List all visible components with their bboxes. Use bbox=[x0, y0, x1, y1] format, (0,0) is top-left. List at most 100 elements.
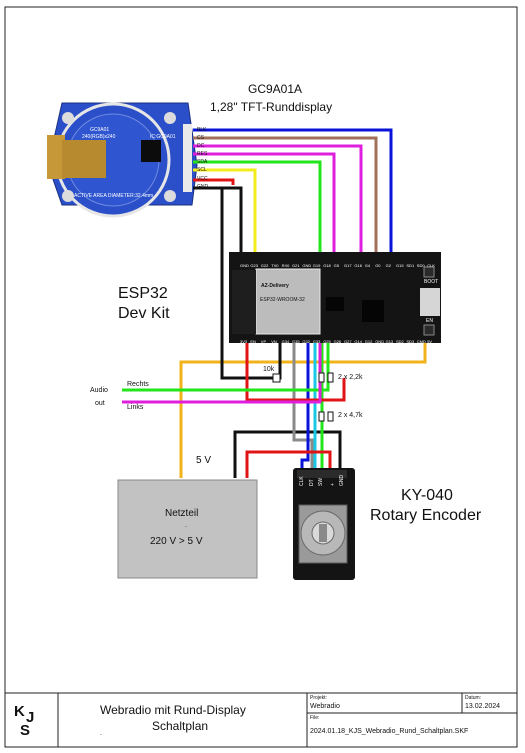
esp32-bottom-pin-5: G35 bbox=[292, 339, 300, 344]
display-description-label: 1,28" TFT-Runddisplay bbox=[210, 100, 333, 114]
wire-red-3v3 bbox=[245, 450, 332, 478]
title-line1: Webradio mit Rund-Display bbox=[100, 703, 246, 717]
esp32-title-line2: Dev Kit bbox=[118, 305, 170, 322]
wire-res bbox=[193, 152, 336, 262]
esp32-top-pin-0: GND bbox=[240, 263, 249, 268]
esp32-bottom-pin-17: CMD bbox=[416, 339, 426, 344]
esp32-boot-button bbox=[423, 266, 435, 278]
display-pin-gnd: GND bbox=[197, 184, 209, 190]
logo-j: J bbox=[26, 709, 35, 726]
wire-5v-orange bbox=[179, 343, 427, 478]
wire-dc bbox=[193, 144, 363, 262]
esp32-chip-1 bbox=[326, 297, 344, 311]
project-value: Webradio bbox=[310, 703, 340, 710]
esp32-top-pin-6: GND bbox=[302, 263, 312, 268]
encoder-pin-4: GND bbox=[339, 474, 345, 486]
esp32-bottom-pin-11: G14 bbox=[354, 339, 362, 344]
display-board-text-3: ACTIVE AREA DIAMETER:32.4mm bbox=[74, 193, 154, 199]
display-module bbox=[47, 102, 198, 218]
display-board-text-1: GC9A01 bbox=[90, 127, 110, 133]
wire-audio-left bbox=[122, 343, 322, 404]
display-board-text-4: IC:GC9A01 bbox=[150, 134, 176, 140]
wire-gnd-display bbox=[193, 186, 243, 262]
esp32-top-pin-8: G18 bbox=[323, 263, 331, 268]
esp32-en-button bbox=[423, 324, 435, 336]
esp32-top-pin-3: TX0 bbox=[271, 263, 279, 268]
esp32-bottom-pin-8: G25 bbox=[323, 339, 331, 344]
wire-scl bbox=[193, 168, 257, 262]
esp32-top-pin-10: G17 bbox=[344, 263, 352, 268]
esp32-top-pin-9: G5 bbox=[333, 263, 339, 268]
display-pin-header bbox=[183, 124, 192, 192]
esp32-top-pin-12: G4 bbox=[364, 263, 371, 268]
wire-sda bbox=[193, 160, 322, 262]
display-pin-scl: SCL bbox=[197, 167, 207, 173]
esp32-top-pin-1: G23 bbox=[250, 263, 258, 268]
esp32-bottom-pin-9: G26 bbox=[333, 339, 342, 344]
file-value: 2024.01.18_KJS_Webradio_Rund_Schaltplan.… bbox=[310, 728, 469, 735]
esp32-top-pin-2: G22 bbox=[260, 263, 269, 268]
display-pin-res: RES bbox=[197, 151, 208, 157]
power-supply-title: Netzteil bbox=[165, 508, 199, 519]
esp32-top-pin-4: RX0 bbox=[281, 263, 290, 268]
wire-red-pullup bbox=[245, 343, 346, 402]
esp32-chip-2 bbox=[362, 300, 384, 322]
esp32-top-pin-13: G0 bbox=[375, 263, 381, 268]
power-5v-label: 5 V bbox=[196, 455, 212, 466]
esp32-bottom-pin-13: GND bbox=[375, 339, 385, 344]
esp32-board bbox=[229, 252, 441, 343]
date-label: Datum: bbox=[465, 695, 482, 701]
display-fpc-connector bbox=[47, 135, 65, 179]
logo-s: S bbox=[20, 722, 31, 739]
resistor-pair-b-label: 2 x 4,7k bbox=[338, 412, 363, 419]
esp32-top-pin-11: G16 bbox=[354, 263, 362, 268]
display-mount-hole-4 bbox=[164, 190, 176, 202]
title-line2: Schaltplan bbox=[152, 719, 209, 733]
audio-right-label: Rechts bbox=[127, 381, 149, 388]
audio-left-label: Links bbox=[127, 404, 144, 411]
bottom-wires bbox=[122, 188, 427, 478]
esp32-title-line1: ESP32 bbox=[118, 285, 168, 302]
encoder-pin-2: SW bbox=[318, 477, 324, 486]
esp32-top-pin-18: CLK bbox=[427, 263, 435, 268]
date-value: 13.02.2024 bbox=[465, 703, 501, 710]
encoder-pin-3: + bbox=[330, 483, 336, 486]
esp32-boot-label: BOOT bbox=[424, 279, 439, 285]
esp32-top-pin-17: SD0 bbox=[416, 263, 425, 268]
esp32-bottom-pin-3: VN bbox=[271, 339, 277, 344]
logo-k: K bbox=[14, 703, 25, 720]
file-label: File: bbox=[310, 715, 320, 721]
esp32-bottom-pin-6: G32 bbox=[302, 339, 310, 344]
esp32-module-label: ESP32-WROOM-32 bbox=[260, 297, 305, 303]
resistor-47k-b bbox=[327, 411, 334, 422]
display-mount-hole-3 bbox=[62, 190, 74, 202]
encoder-pin-header bbox=[297, 470, 347, 478]
esp32-brand-label: AZ-Delivery bbox=[261, 283, 289, 289]
display-board-text-2: 240(RGB)x240 bbox=[82, 134, 116, 140]
wire-cs bbox=[193, 136, 378, 262]
power-supply-box bbox=[117, 479, 258, 579]
wire-blk bbox=[193, 128, 393, 262]
project-label: Projekt: bbox=[310, 695, 327, 701]
display-mount-hole-1 bbox=[62, 112, 74, 124]
esp32-module-shield bbox=[255, 268, 321, 335]
wire-gnd-esp-to-encoder bbox=[220, 188, 282, 380]
esp32-bottom-pin-15: SD2 bbox=[396, 339, 404, 344]
esp32-bottom-pin-2: VP bbox=[260, 339, 267, 344]
resistor-10k bbox=[272, 373, 281, 383]
resistor-22k-b bbox=[327, 372, 334, 383]
esp32-bottom-pin-4: G34 bbox=[281, 339, 290, 344]
esp32-en-label: EN bbox=[426, 318, 433, 324]
title-block bbox=[4, 692, 518, 748]
resistor-10k-label: 10k bbox=[263, 366, 275, 373]
title-dot: . bbox=[100, 730, 102, 737]
esp32-antenna bbox=[232, 270, 256, 334]
esp32-bottom-pin-14: G13 bbox=[385, 339, 394, 344]
esp32-top-pin-16: SD1 bbox=[406, 263, 415, 268]
display-pin-vcc: VCC bbox=[197, 176, 208, 182]
display-fpc-cable bbox=[62, 140, 106, 178]
audio-out-label-line1: Audio bbox=[90, 387, 108, 394]
esp32-bottom-pin-10: G27 bbox=[344, 339, 352, 344]
esp32-bottom-pin-12: G12 bbox=[364, 339, 373, 344]
encoder-shaft-slot bbox=[319, 524, 327, 542]
